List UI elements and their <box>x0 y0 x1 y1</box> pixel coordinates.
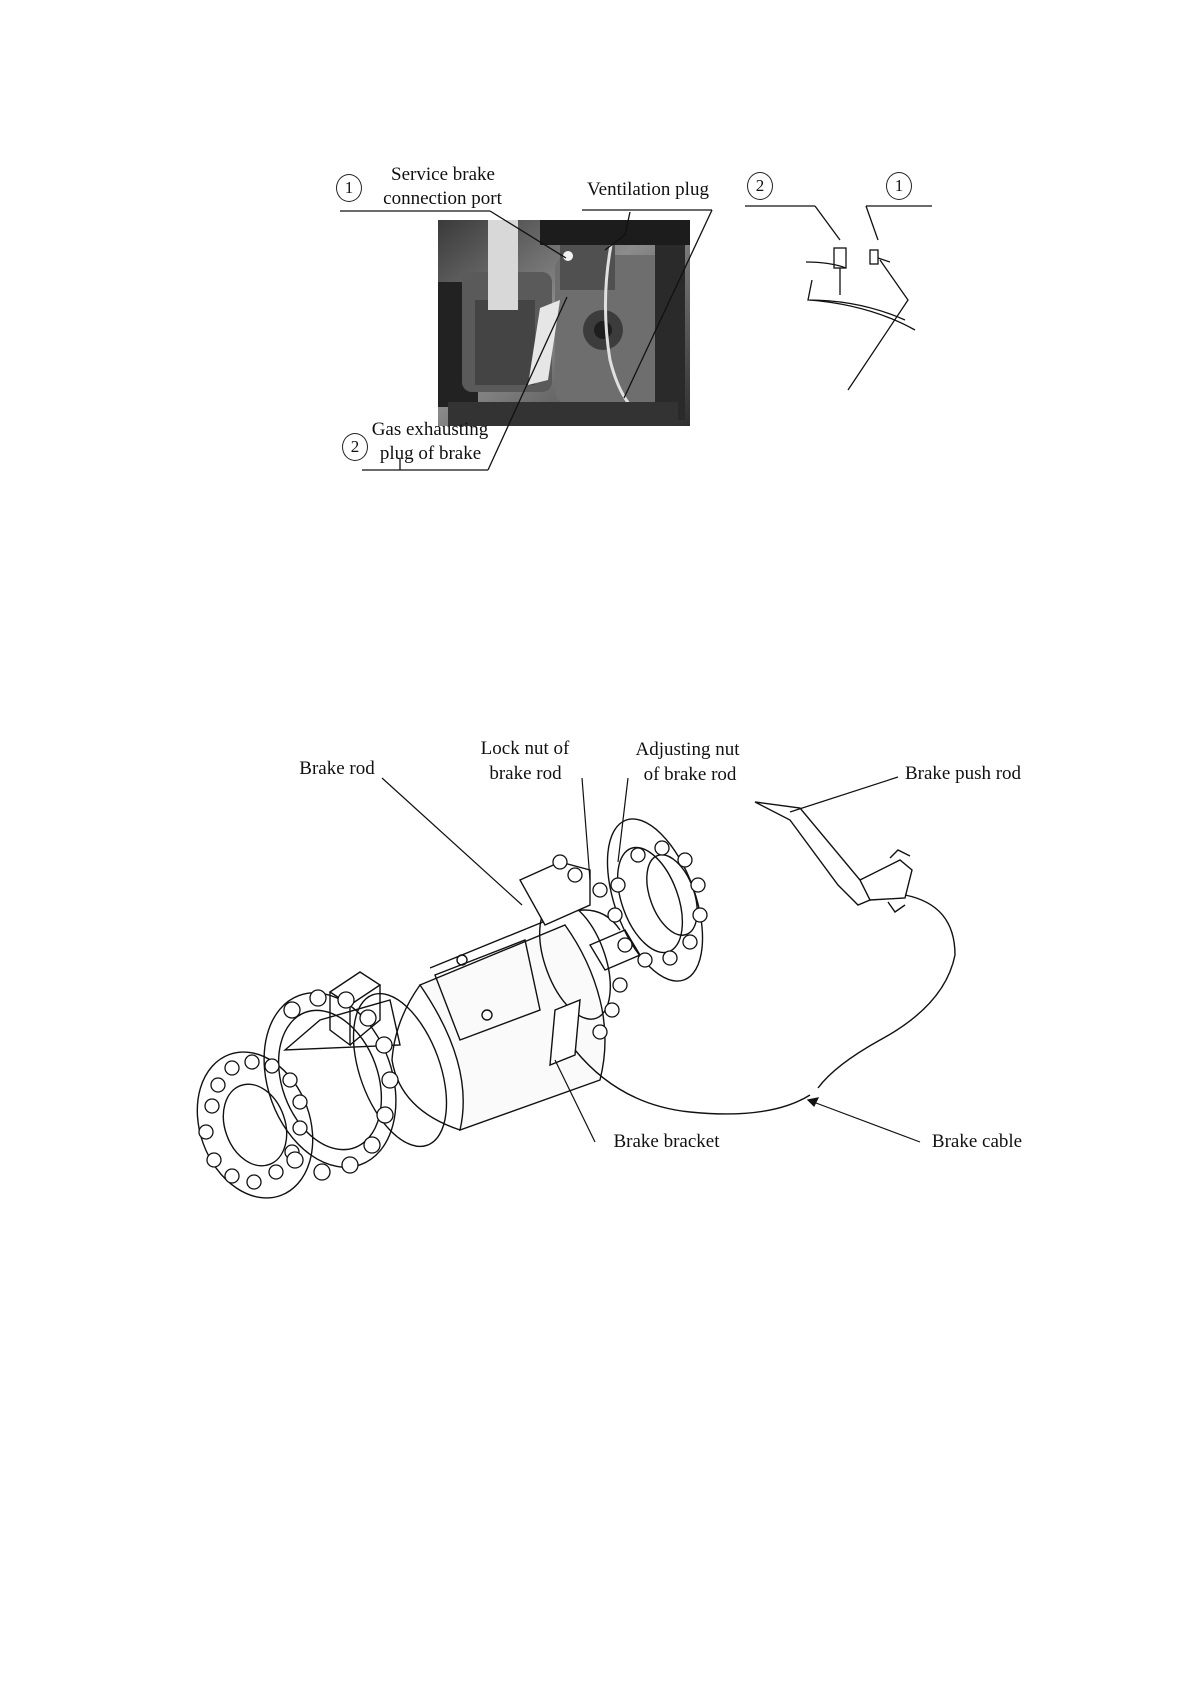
brake-push-rod-label: Brake push rod <box>898 762 1028 786</box>
sketch-callout-2: 2 <box>747 172 773 200</box>
ventilation-plug-label: Ventilation plug <box>578 178 718 202</box>
callout-2-circle: 2 <box>342 433 368 461</box>
service-brake-label-line1: Service brake <box>368 163 518 187</box>
brake-plug-sketch <box>745 206 932 390</box>
adjusting-nut-label-line1: Adjusting nut <box>625 738 750 762</box>
lock-nut-label-line1: Lock nut of <box>470 737 580 761</box>
gas-exhausting-label-line1: Gas exhausting <box>365 418 495 442</box>
gas-exhausting-label-line2: plug of brake <box>373 442 488 466</box>
service-brake-label-line2: connection port <box>360 187 525 211</box>
sketch-callout-1: 1 <box>886 172 912 200</box>
brake-cable-label: Brake cable <box>922 1130 1032 1154</box>
brake-rod-label: Brake rod <box>292 757 382 781</box>
callout-1-circle: 1 <box>336 174 362 202</box>
lock-nut-label-line2: brake rod <box>478 762 573 786</box>
brake-housing-photo <box>438 220 690 426</box>
adjusting-nut-label-line2: of brake rod <box>630 763 750 787</box>
brake-bracket-label: Brake bracket <box>604 1130 729 1154</box>
